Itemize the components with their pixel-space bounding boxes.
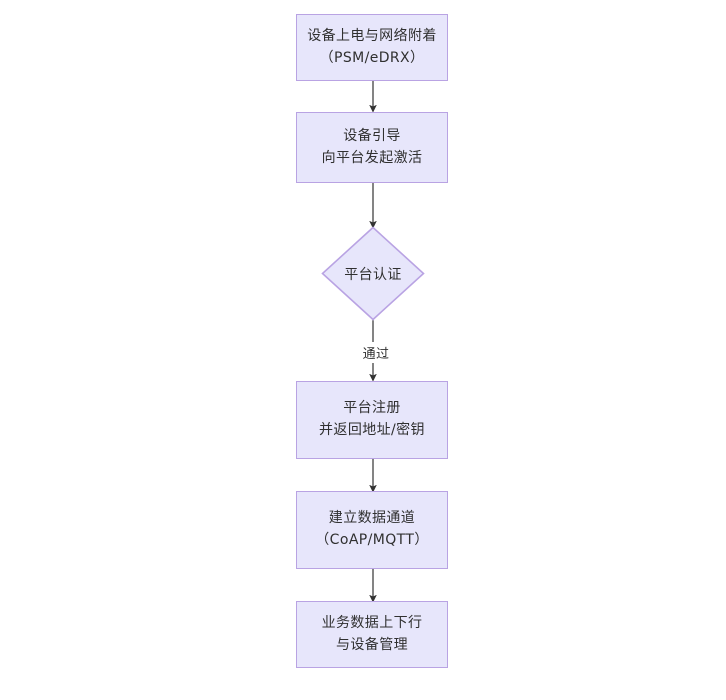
node-label-line1: 建立数据通道: [328, 510, 416, 527]
node-device-power-on[interactable]: 设备上电与网络附着 （PSM/eDRX）: [296, 14, 448, 81]
node-platform-registration[interactable]: 平台注册 并返回地址/密钥: [296, 381, 448, 459]
node-label-line2: 向平台发起激活: [321, 149, 423, 166]
node-label-line2: （CoAP/MQTT）: [315, 532, 429, 548]
node-label-line2: 并返回地址/密钥: [319, 422, 425, 438]
edge-label-pass: 通过: [355, 342, 397, 363]
node-label-line1: 设备引导: [343, 127, 401, 144]
node-data-channel[interactable]: 建立数据通道 （CoAP/MQTT）: [296, 491, 448, 569]
node-platform-authentication[interactable]: 平台认证: [321, 226, 425, 321]
node-label-line1: 设备上电与网络附着: [307, 27, 437, 44]
node-device-bootstrap[interactable]: 设备引导 向平台发起激活: [296, 112, 448, 183]
node-label-line1: 业务数据上下行: [321, 614, 423, 631]
node-label-line1: 平台认证: [344, 266, 402, 283]
node-label-line1: 平台注册: [343, 400, 401, 417]
node-label-line2: （PSM/eDRX）: [319, 49, 425, 66]
node-label-line2: 与设备管理: [336, 636, 408, 653]
diamond-shape: [321, 226, 425, 321]
node-business-data-and-management[interactable]: 业务数据上下行 与设备管理: [296, 601, 448, 668]
